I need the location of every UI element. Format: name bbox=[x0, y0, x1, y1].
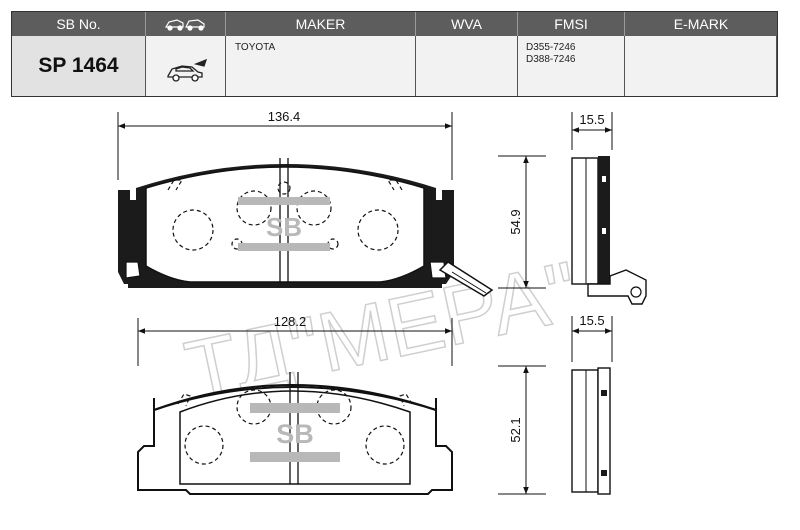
top-pad-side-view: 15.5 bbox=[571, 112, 647, 305]
col-sb-no: SB No. bbox=[12, 12, 146, 36]
col-maker: MAKER bbox=[226, 12, 416, 36]
col-fmsi: FMSI bbox=[518, 12, 625, 36]
bottom-height-label: 52.1 bbox=[508, 417, 523, 442]
top-pad-logo: SB bbox=[266, 212, 302, 242]
spec-table-header: SB No. MAKER WVA FMSI E-MARK bbox=[12, 12, 777, 36]
bottom-pad-logo: SB bbox=[276, 419, 314, 449]
fmsi-code-2: D388-7246 bbox=[526, 54, 576, 65]
top-width-dimension: 136.4 bbox=[117, 109, 453, 180]
bottom-width-dimension: 128.2 bbox=[137, 314, 453, 366]
top-width-label: 136.4 bbox=[268, 109, 301, 124]
top-height-dimension: 54.9 bbox=[498, 155, 546, 289]
top-pad: SB bbox=[118, 158, 494, 297]
vehicle-cell bbox=[146, 36, 226, 96]
col-vehicle bbox=[146, 12, 226, 36]
emark-cell bbox=[625, 36, 777, 96]
spec-table: SB No. MAKER WVA FMSI E-MARK SP 1464 bbox=[11, 11, 778, 97]
wear-sensor bbox=[438, 261, 494, 297]
bottom-height-dimension: 52.1 bbox=[498, 365, 546, 495]
bottom-pad-side-view: 15.5 bbox=[571, 313, 613, 495]
car-pair-icon bbox=[164, 19, 205, 31]
top-thickness-label: 15.5 bbox=[579, 112, 604, 127]
spec-table-row: SP 1464 TOYOTA D355-7246 D388-7246 bbox=[12, 36, 777, 96]
fmsi-code-1: D355-7246 bbox=[526, 42, 576, 53]
maker-cell: TOYOTA bbox=[226, 36, 416, 96]
bottom-pad: SB bbox=[137, 372, 453, 495]
bottom-thickness-label: 15.5 bbox=[579, 313, 604, 328]
maker-value: TOYOTA bbox=[235, 42, 276, 53]
top-height-label: 54.9 bbox=[508, 209, 523, 234]
wva-cell bbox=[416, 36, 518, 96]
fmsi-cell: D355-7246 D388-7246 bbox=[518, 36, 625, 96]
part-number: SP 1464 bbox=[12, 36, 146, 96]
bottom-pad-friction bbox=[179, 390, 411, 485]
top-pad-friction bbox=[145, 166, 425, 283]
bottom-width-label: 128.2 bbox=[274, 314, 307, 329]
col-emark: E-MARK bbox=[673, 16, 729, 32]
car-icon bbox=[167, 58, 208, 82]
col-wva: WVA bbox=[416, 12, 518, 36]
